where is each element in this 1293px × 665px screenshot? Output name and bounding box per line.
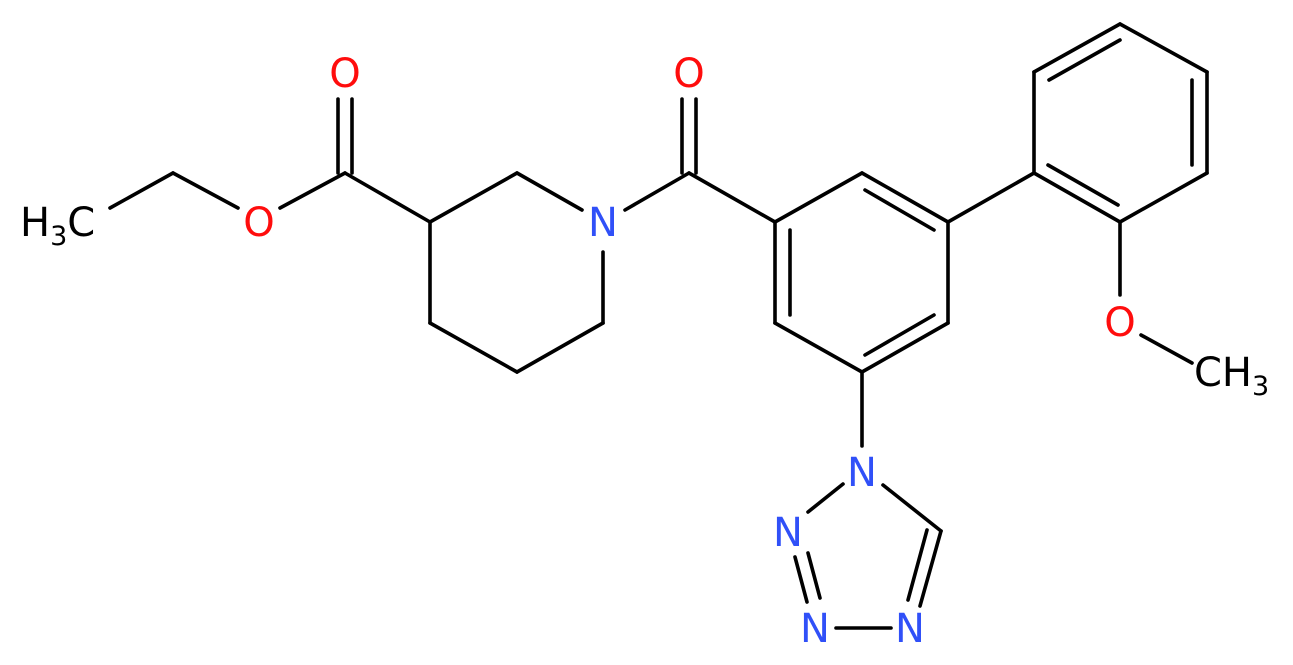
bond-c6-c5 [515,321,605,374]
bond-ar4-ar5 [860,321,950,374]
bond-camide-ar [687,171,777,224]
bond-ph2-ph3 [1032,22,1122,74]
bond-ar1-ar2 [773,171,864,224]
atom-n-piperidine: N [588,200,618,246]
bond-ph6-ph1 [1032,171,1122,224]
atom-o-carbonyl-ester: O [329,51,360,97]
bond-ar3-ph1 [946,171,1036,224]
ch3-ethyl-h: H [20,200,50,246]
bond-c5tz-n4-a [918,529,943,608]
atom-n-tetrazole-2: N [773,510,803,556]
bond-ntz-c5tz [881,483,943,533]
bond-n3-n2-a [793,555,809,604]
bond-n-camide [623,171,691,212]
bond-ph6-ph1-inner [1046,163,1120,207]
bond-cester-c3 [343,171,432,224]
ch3-ethyl-c: C [67,200,95,246]
bond-ph3-ph4 [1118,22,1209,74]
atom-labels: O O H3C N O O CH3 N N N N [20,51,1269,652]
atom-o-methoxy: O [1104,300,1135,346]
bond-c5-c4 [428,321,519,374]
bonds [108,22,1209,630]
bond-o-ch3 [1139,333,1194,365]
atom-n-tetrazole-4: N [895,606,925,652]
bond-n2-ntz [806,482,845,514]
ch3-methoxy-ch: CH [1194,350,1252,396]
atom-ch3-methoxy: CH3 [1194,350,1269,402]
bond-c2-n [515,171,584,212]
bond-ar4-ar5-inner [863,313,936,357]
ch3-ethyl-sub: 3 [50,221,67,252]
bond-ar2-ar3-inner [863,188,936,232]
atom-ch3-ethyl: H3C [20,200,95,252]
bond-n3-n2-b [806,551,822,600]
atom-n-tetrazole-3: N [800,606,830,652]
atom-n-tetrazole-1: N [847,450,877,496]
bond-ar5-ar6 [773,321,864,374]
bond-ar2-ar3 [860,171,950,224]
bond-ch3-ch2 [108,171,175,210]
bond-c3-c2 [428,171,519,224]
atom-o-amide: O [673,51,704,97]
bond-ch2-o [171,171,240,210]
bond-ph5-ph6 [1118,171,1209,224]
bond-o-cester [278,171,347,210]
atom-o-ether-ester: O [243,200,274,246]
ch3-methoxy-sub: 3 [1252,371,1269,402]
bond-c5tz-n4-b [906,528,929,602]
bond-ph2-ph3-inner [1047,38,1122,82]
